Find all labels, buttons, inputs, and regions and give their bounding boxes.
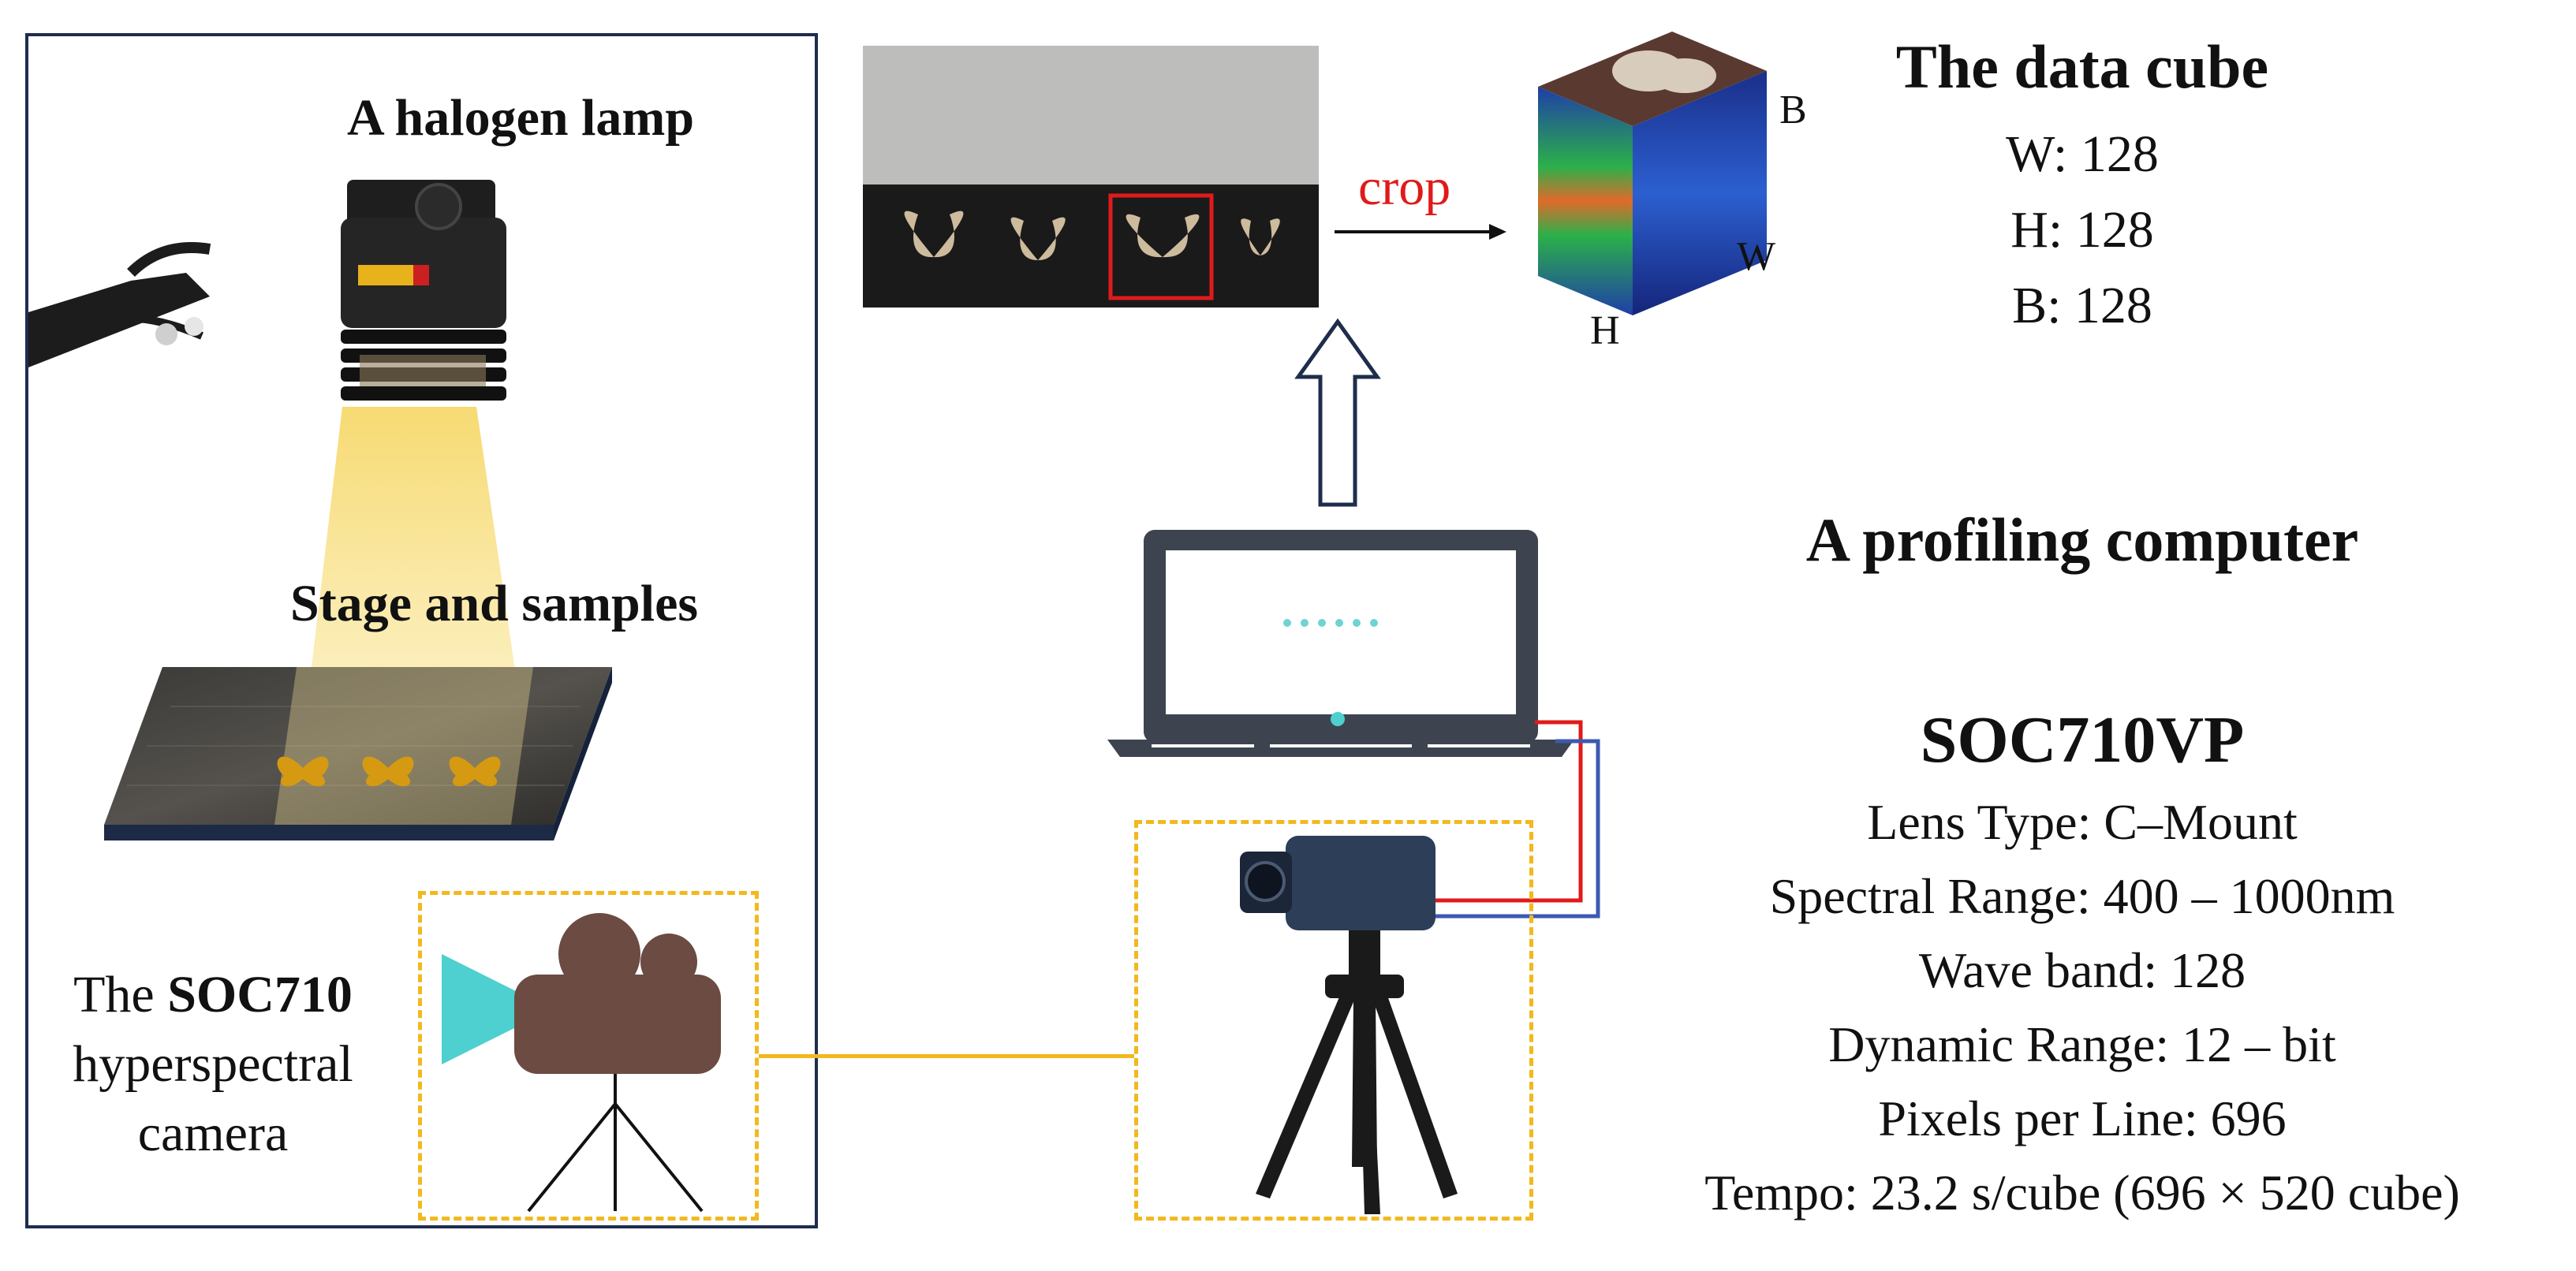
spec-spectral-range: Spectral Range: 400 – 1000nm (1769, 868, 2395, 924)
stage-samples-label: Stage and samples (290, 575, 699, 632)
data-cube-specs: W: 128 H: 128 B: 128 (1917, 117, 2248, 344)
cube-front-face (1538, 87, 1633, 315)
crop-label: crop (1358, 158, 1451, 216)
halogen-lamp-label: A halogen lamp (347, 89, 695, 147)
cube-spec-height: H: 128 (2010, 201, 2154, 259)
camera-caption-line2: hyperspectral (73, 1035, 353, 1093)
camera-caption-line3: camera (137, 1105, 289, 1162)
cube-axis-b-label: B (1779, 88, 1807, 132)
upload-arrow (1294, 319, 1381, 507)
lamp-stand (28, 242, 211, 367)
spec-tempo: Tempo: 23.2 s/cube (696 × 520 cube) (1704, 1165, 2460, 1221)
camera-spec-list: Lens Type: C–Mount Spectral Range: 400 –… (1593, 785, 2571, 1230)
camera-spec-title: SOC710VP (1920, 703, 2245, 777)
laptop-illustration (1107, 530, 1574, 757)
camera-icon-box (418, 891, 759, 1221)
camera-model-label: SOC710 (167, 966, 353, 1023)
stage-board (104, 667, 612, 840)
profiling-computer-title: A profiling computer (1805, 505, 2359, 574)
cube-spec-width: W: 128 (2006, 125, 2159, 183)
cable-blue (1426, 739, 1600, 919)
cable-red (1426, 720, 1583, 903)
usb-cables (1426, 720, 1600, 919)
camera-caption: The SOC710 hyperspectral camera (32, 960, 394, 1168)
laptop-screen (1166, 550, 1516, 714)
cube-axis-w-label: W (1737, 234, 1776, 279)
lamp-stage-illustration (28, 180, 612, 840)
video-camera-icon (442, 913, 721, 1213)
setup-panel (25, 33, 818, 1228)
crop-selection-box (1108, 193, 1214, 300)
sample-photo (863, 46, 1319, 308)
camera-body (1240, 836, 1435, 930)
camera-photo-box (1134, 820, 1533, 1221)
spec-pixels-per-line: Pixels per Line: 696 (1878, 1090, 2287, 1146)
moth-samples (904, 211, 1280, 260)
loading-dots-icon (1283, 619, 1378, 627)
webcam-icon (1331, 712, 1345, 726)
camera-caption-line1: The SOC710 (32, 960, 394, 1030)
spec-wave-band: Wave band: 128 (1918, 942, 2246, 998)
crop-arrow (1335, 224, 1506, 240)
tripod (1256, 930, 1458, 1214)
data-cube-title: The data cube (1895, 32, 2269, 101)
camera-lens-icon (442, 954, 521, 1064)
cube-side-face (1633, 71, 1767, 315)
halogen-lamp (341, 180, 506, 401)
data-cube (1538, 32, 1767, 315)
butterfly-samples (277, 756, 501, 787)
tripod-icon (527, 1074, 704, 1213)
spec-dynamic-range: Dynamic Range: 12 – bit (1828, 1016, 2336, 1072)
hyperspectral-camera-photo (1240, 836, 1458, 1214)
cube-spec-bands: B: 128 (2012, 277, 2152, 334)
camera-body-icon (514, 913, 721, 1074)
cube-axis-h-label: H (1590, 308, 1620, 353)
spec-lens-type: Lens Type: C–Mount (1867, 794, 2298, 850)
camera-caption-prefix: The (73, 966, 168, 1023)
connector-line (759, 1054, 1134, 1058)
cube-top-moth (1612, 50, 1716, 93)
laptop-keyboard-base (1107, 740, 1574, 757)
